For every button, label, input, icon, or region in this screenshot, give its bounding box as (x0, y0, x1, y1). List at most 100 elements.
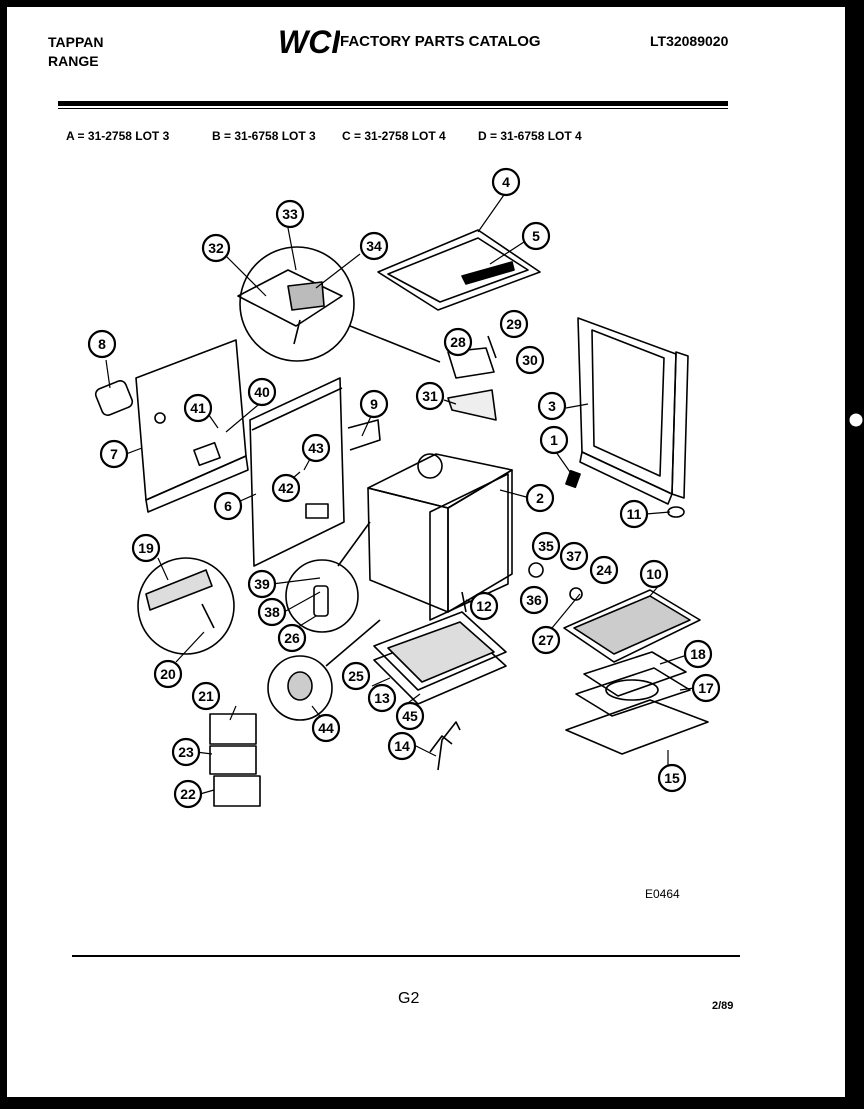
callout-1: 1 (539, 425, 569, 455)
callout-23: 23 (171, 737, 201, 767)
header-rule (58, 101, 728, 106)
callout-34: 34 (359, 231, 389, 261)
back-panel (94, 339, 249, 513)
callout-8: 8 (87, 329, 117, 359)
callout-label: 19 (138, 540, 154, 556)
footer-rule (72, 955, 740, 957)
broil-element-detail (285, 521, 371, 633)
callout-32: 32 (201, 233, 231, 263)
callout-4: 4 (491, 167, 521, 197)
callout-24: 24 (589, 555, 619, 585)
callout-label: 31 (422, 388, 438, 404)
callout-19: 19 (131, 533, 161, 563)
callout-25: 25 (341, 661, 371, 691)
callout-label: 10 (646, 566, 662, 582)
callout-26: 26 (277, 623, 307, 653)
callout-label: 39 (254, 576, 270, 592)
callout-label: 27 (538, 632, 554, 648)
callout-label: 11 (627, 506, 642, 522)
burner-valve-detail (137, 557, 235, 655)
top-panel (377, 229, 541, 311)
callout-label: 44 (318, 720, 334, 736)
callout-2: 2 (525, 483, 555, 513)
callout-label: 13 (374, 690, 390, 706)
hardware-bags (209, 713, 261, 807)
callout-36: 36 (519, 585, 549, 615)
callout-label: 32 (208, 240, 224, 256)
callout-42: 42 (271, 473, 301, 503)
callout-12: 12 (469, 591, 499, 621)
callout-18: 18 (683, 639, 713, 669)
callout-label: 15 (664, 770, 680, 786)
callout-label: 2 (536, 490, 544, 506)
wci-logo: WCI (278, 26, 340, 58)
callout-33: 33 (275, 199, 305, 229)
callout-label: 30 (522, 352, 538, 368)
callout-38: 38 (257, 597, 287, 627)
lot-code-a: A = 31-2758 LOT 3 (66, 129, 170, 143)
brand-name: TAPPAN (48, 34, 104, 50)
logo-text: WCI (278, 26, 340, 58)
callout-30: 30 (515, 345, 545, 375)
callout-label: 40 (254, 384, 270, 400)
callout-label: 17 (698, 680, 714, 696)
side-panel (249, 377, 381, 567)
callout-label: 41 (190, 400, 206, 416)
callout-label: 1 (550, 432, 558, 448)
callout-15: 15 (657, 763, 687, 793)
callout-22: 22 (173, 779, 203, 809)
callout-45: 45 (395, 701, 425, 731)
catalog-title: FACTORY PARTS CATALOG (340, 33, 541, 50)
igniter-detail (267, 619, 381, 721)
lot-code-b: B = 31-6758 LOT 3 (212, 129, 316, 143)
header-rule-thin (58, 108, 728, 109)
callout-27: 27 (531, 625, 561, 655)
callout-label: 3 (548, 398, 556, 414)
callout-label: 22 (180, 786, 196, 802)
small-parts (461, 469, 685, 613)
callout-43: 43 (301, 433, 331, 463)
callout-label: 23 (178, 744, 194, 760)
oven-body (367, 453, 513, 621)
callout-label: 24 (596, 562, 612, 578)
callout-label: 5 (532, 228, 540, 244)
callout-40: 40 (247, 377, 277, 407)
lot-code-d: D = 31-6758 LOT 4 (478, 129, 582, 143)
callout-label: 34 (366, 238, 382, 254)
model-number: LT32089020 (650, 33, 729, 49)
thermostat-detail (237, 246, 441, 363)
spark-igniter (429, 721, 461, 771)
callout-label: 6 (224, 498, 232, 514)
broil-pan (565, 651, 709, 755)
callout-label: 25 (348, 668, 364, 684)
callout-label: 18 (690, 646, 706, 662)
callout-20: 20 (153, 659, 183, 689)
callout-label: 45 (402, 708, 418, 724)
callout-11: 11 (619, 499, 649, 529)
callout-label: 42 (278, 480, 294, 496)
callout-13: 13 (367, 683, 397, 713)
callout-5: 5 (521, 221, 551, 251)
callout-label: 4 (502, 174, 510, 190)
oven-door (577, 317, 689, 505)
callout-21: 21 (191, 681, 221, 711)
callout-17: 17 (691, 673, 721, 703)
callout-35: 35 (531, 531, 561, 561)
callout-label: 38 (264, 604, 280, 620)
callout-label: 8 (98, 336, 106, 352)
callout-28: 28 (443, 327, 473, 357)
callout-3: 3 (537, 391, 567, 421)
lot-code-c: C = 31-2758 LOT 4 (342, 129, 446, 143)
diagram-code: E0464 (645, 887, 680, 901)
callout-label: 28 (450, 334, 466, 350)
callout-39: 39 (247, 569, 277, 599)
callout-label: 35 (538, 538, 554, 554)
callout-31: 31 (415, 381, 445, 411)
callout-label: 20 (160, 666, 176, 682)
callout-29: 29 (499, 309, 529, 339)
callout-10: 10 (639, 559, 669, 589)
callout-44: 44 (311, 713, 341, 743)
binder-hole (848, 412, 864, 428)
callout-label: 26 (284, 630, 300, 646)
